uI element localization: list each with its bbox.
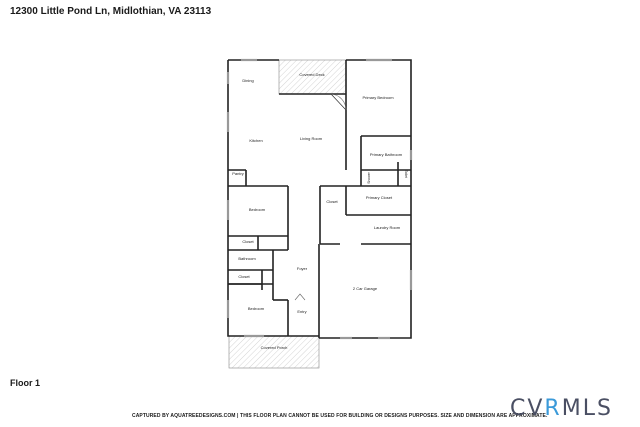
room-primary-bedroom: Primary Bedroom xyxy=(362,95,394,100)
room-kitchen: Kitchen xyxy=(249,138,262,143)
room-primary-bathroom: Primary Bathroom xyxy=(370,152,403,157)
room-closet-c: Closet xyxy=(238,274,250,279)
room-primary-closet: Primary Closet xyxy=(366,195,393,200)
listing-address: 12300 Little Pond Ln, Midlothian, VA 231… xyxy=(10,6,212,17)
room-shower: Shower xyxy=(367,171,371,183)
room-covered-porch: Covered Porch xyxy=(261,345,288,350)
walls xyxy=(227,59,412,339)
room-living-room: Living Room xyxy=(300,136,323,141)
room-laundry: Laundry Room xyxy=(374,225,401,230)
room-bathroom: Bathroom xyxy=(238,256,256,261)
room-bedroom-lower: Bedroom xyxy=(248,306,265,311)
windows xyxy=(226,58,413,340)
covered-porch-area xyxy=(228,335,320,369)
room-labels: Dining Covered Deck Primary Bedroom Kitc… xyxy=(232,72,408,350)
logo-text-right: MLS xyxy=(561,396,613,421)
logo-pin-icon: R xyxy=(544,396,562,421)
room-foyer: Foyer xyxy=(297,266,308,271)
room-closet-b: Closet xyxy=(242,239,254,244)
room-bedroom-upper: Bedroom xyxy=(249,207,266,212)
room-closet-a: Closet xyxy=(326,199,338,204)
cvrmls-logo: CVRMLS xyxy=(510,396,613,421)
room-covered-deck: Covered Deck xyxy=(299,72,324,77)
floor-label: Floor 1 xyxy=(10,378,41,388)
room-dining: Dining xyxy=(242,78,253,83)
door-swings xyxy=(280,93,347,301)
room-pantry: Pantry xyxy=(232,171,244,176)
covered-deck-area xyxy=(278,59,347,95)
logo-text-left: CV xyxy=(510,396,545,421)
room-garage: 2 Car Garage xyxy=(353,286,378,291)
disclaimer: CAPTURED BY AQUATREEDESIGNS.COM | THIS F… xyxy=(132,413,548,419)
room-entry: Entry xyxy=(297,309,306,314)
room-toilet: Toilet xyxy=(404,170,408,178)
